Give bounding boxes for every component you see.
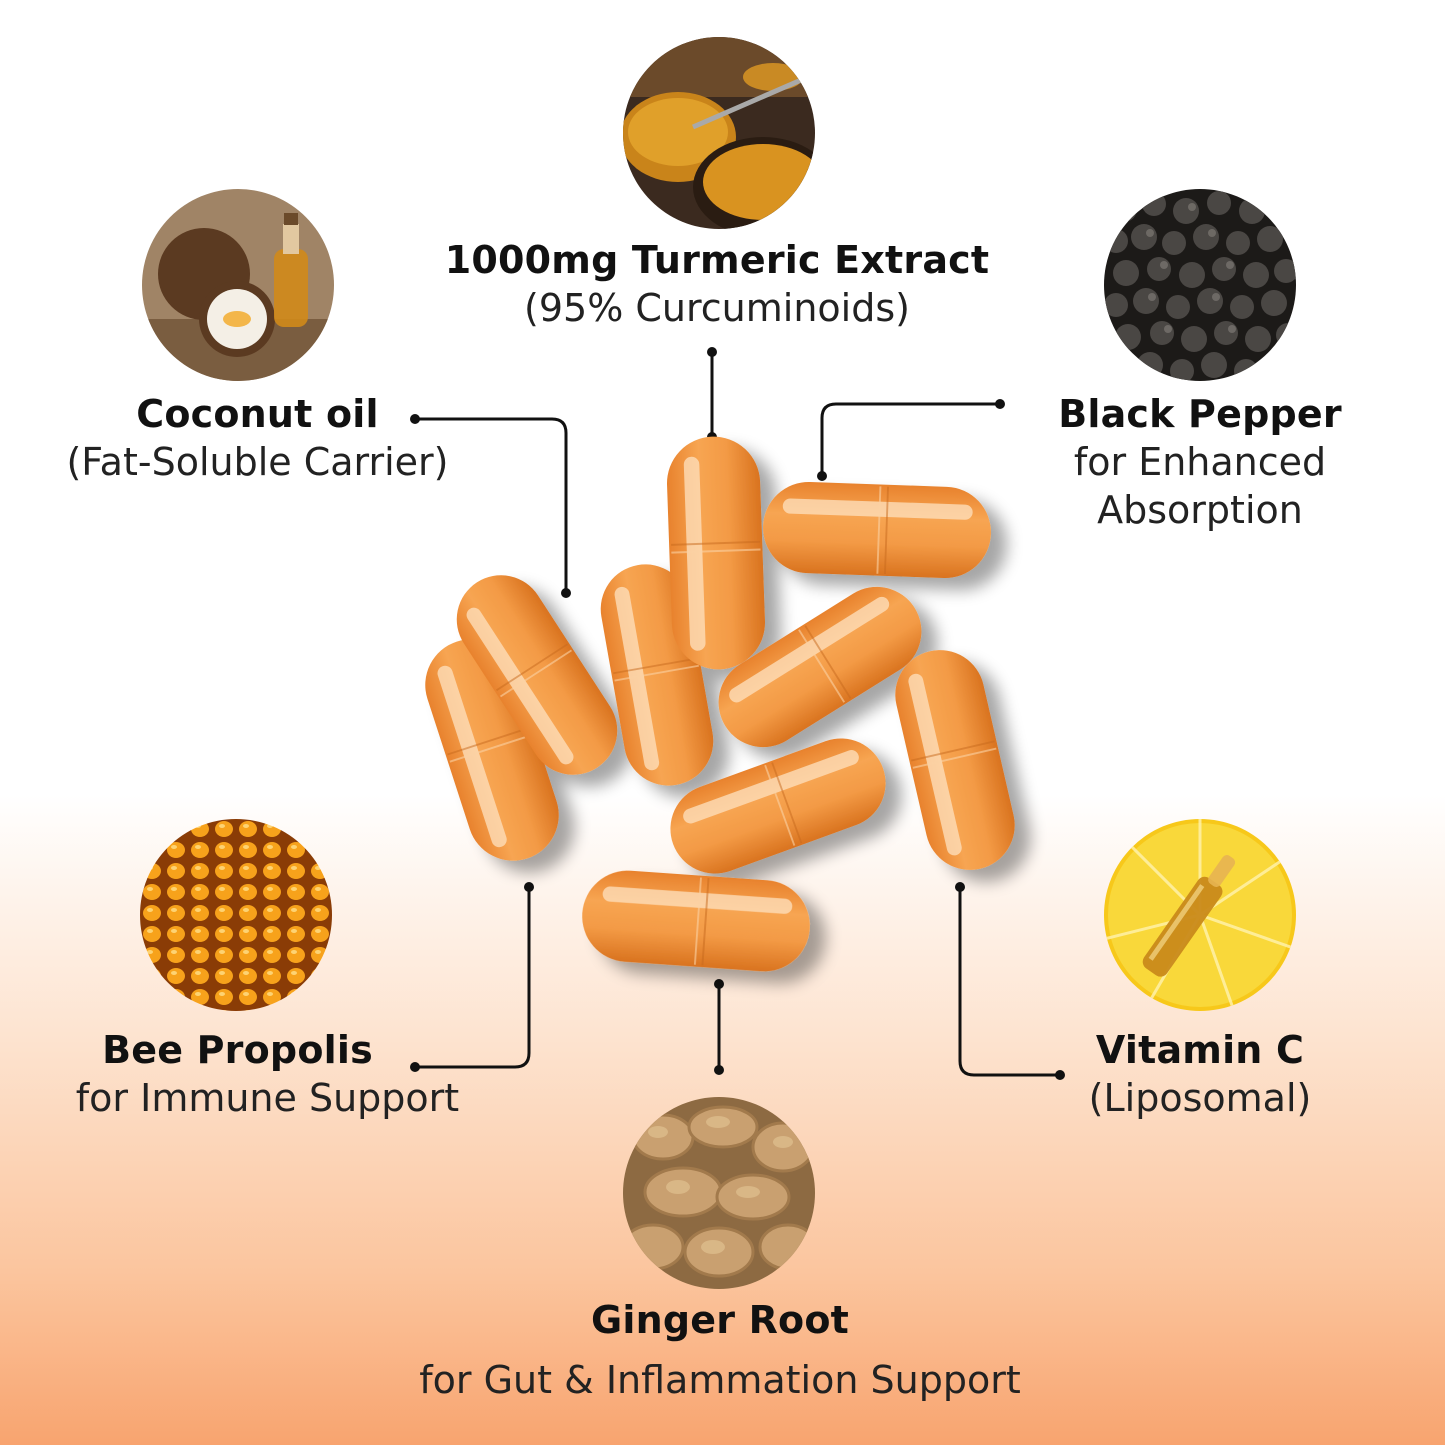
bee-propolis-subtitle: for Immune Support [75,1076,460,1120]
capsule [885,640,1025,880]
connector-dot [410,414,420,424]
ginger-title: Ginger Root [590,1298,850,1342]
connector-dot [1055,1070,1065,1080]
turmeric-subtitle: (95% Curcuminoids) [524,286,910,330]
connector-vitamin-c [958,887,1060,1077]
ginger-subtitle: for Gut & Inflammation Support [419,1358,1021,1402]
capsule [578,866,814,976]
black-pepper-title: Black Pepper [1058,392,1342,436]
turmeric-title: 1000mg Turmeric Extract [444,238,990,282]
connector-dot [955,882,965,892]
lemon-ampoule-icon [1104,819,1296,1011]
vitamin-c-title: Vitamin C [1095,1028,1305,1072]
capsule [760,479,994,581]
bee-propolis-label: Bee Propolis for Immune Support [40,1026,495,1122]
black-pepper-subtitle-line2: Absorption [1097,488,1303,532]
ginger-root-icon [623,1097,815,1289]
connector-dot [817,471,827,481]
connector-dot [410,1062,420,1072]
bee-propolis-title: Bee Propolis [102,1028,373,1072]
capsule [664,434,768,672]
connector-dot [995,399,1005,409]
coconut-title: Coconut oil [136,392,379,436]
coconut-oil-icon [142,189,334,381]
vitamin-c-subtitle: (Liposomal) [1088,1076,1312,1120]
connector-dot [524,882,534,892]
vitamin-c-label: Vitamin C (Liposomal) [1020,1026,1380,1122]
coconut-label: Coconut oil (Fat-Soluble Carrier) [30,390,485,486]
honeycomb-icon [140,819,332,1011]
turmeric-label: 1000mg Turmeric Extract (95% Curcuminoid… [412,236,1022,332]
black-pepper-subtitle-line1: for Enhanced [1073,440,1327,484]
coconut-subtitle: (Fat-Soluble Carrier) [66,440,449,484]
connector-black-pepper [820,402,1000,476]
connector-coconut [415,417,568,593]
connector-bee-propolis [415,887,531,1069]
connector-dot [714,1065,724,1075]
turmeric-powder-icon [623,37,815,229]
connector-dot [707,347,717,357]
peppercorn-icon [1104,189,1296,381]
connector-dot [561,588,571,598]
ginger-label: Ginger Root for Gut & Inflammation Suppo… [360,1296,1080,1404]
black-pepper-label: Black Pepper for Enhanced Absorption [1020,390,1380,534]
connector-dot [714,979,724,989]
